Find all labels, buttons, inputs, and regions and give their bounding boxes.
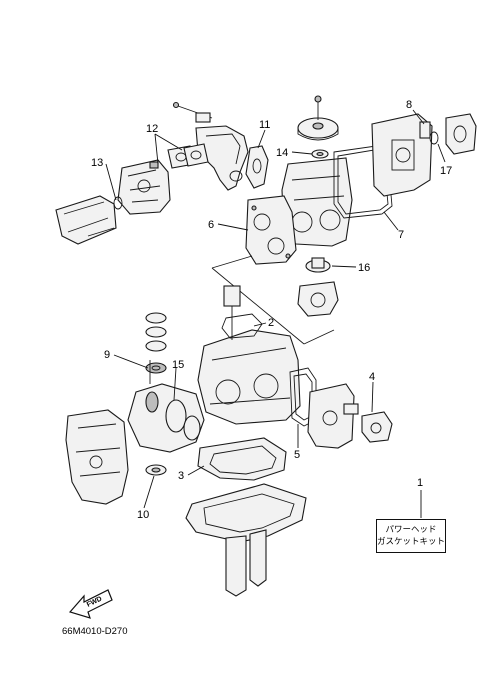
crank-bearings-9: [145, 312, 167, 374]
oil-seal-14: [311, 149, 329, 159]
gasket-kit-label-box: パワーヘッド ガスケットキット: [376, 519, 446, 553]
callout-2: 2: [268, 317, 274, 329]
callout-3: 3: [178, 470, 184, 482]
carb-gaskets: [167, 143, 209, 169]
head-gasket-6: [245, 195, 297, 265]
thermostat-8-17: [419, 113, 477, 155]
leader-lines: [105, 109, 446, 518]
callout-12: 12: [146, 123, 158, 135]
base-gasket-3: [197, 437, 287, 481]
crankshaft-15: [127, 360, 205, 453]
cylinder-block: [197, 285, 301, 425]
carburetor: [117, 159, 171, 215]
water-pump-16: [297, 257, 339, 317]
kit-label-line-2: ガスケットキット: [377, 537, 446, 547]
kit-label-line-1: パワーヘッド: [385, 525, 437, 535]
callout-1: 1: [417, 477, 423, 489]
callout-7: 7: [398, 229, 404, 241]
crankcase-cover: [65, 409, 129, 505]
drawing-code: 66M4010-D270: [62, 626, 128, 637]
callout-9: 9: [104, 349, 110, 361]
callout-numbers: 1 2 3 4 5 6 7 8 9 10 11 12 13 14 15 16 1…: [91, 99, 452, 521]
callout-16: 16: [358, 262, 370, 274]
callout-10: 10: [137, 509, 149, 521]
callout-11: 11: [259, 119, 270, 131]
head-gasket-11: [245, 145, 269, 189]
callout-17: 17: [440, 165, 452, 177]
exhaust-guide: [185, 483, 307, 597]
gasket-2: [221, 313, 263, 339]
flywheel-gear: [297, 95, 339, 141]
callout-4: 4: [369, 371, 375, 383]
exhaust-cover: [371, 113, 433, 197]
callout-14: 14: [276, 147, 288, 159]
thermostat-4: [343, 403, 393, 443]
air-silencer: [55, 195, 117, 245]
callout-8: 8: [406, 99, 412, 111]
callout-6: 6: [208, 219, 214, 231]
fwd-arrow-icon: FWD: [68, 589, 113, 619]
orings-13: [87, 196, 123, 237]
side-cover-5: [307, 383, 355, 449]
callout-13: 13: [91, 157, 103, 169]
callout-5: 5: [294, 449, 300, 461]
oil-seal-10: [145, 464, 167, 476]
intake-bolts: [172, 101, 213, 123]
assembly-link-lines: [211, 255, 335, 345]
callout-15: 15: [172, 359, 184, 371]
